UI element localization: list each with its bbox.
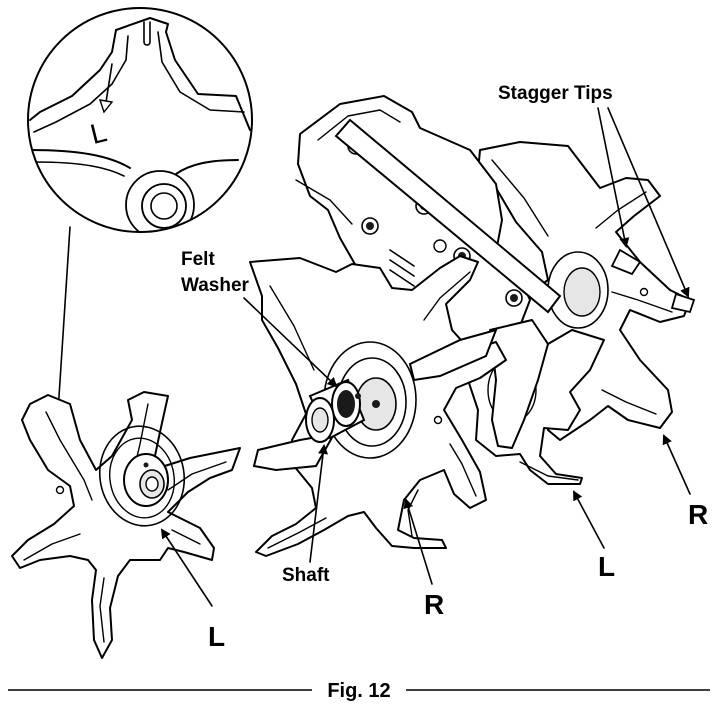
left-tine-rear-arrow xyxy=(573,490,605,549)
stagger-tips-arrow-1 xyxy=(597,107,630,248)
figure-caption: Fig. 12 xyxy=(327,680,390,702)
shaft-arrow xyxy=(309,444,329,563)
felt-washer-label-line2: Washer xyxy=(181,275,250,296)
inset-tine-mark: L xyxy=(87,116,110,150)
right-tine-front-label: R xyxy=(424,589,444,620)
shaft-label: Shaft xyxy=(282,565,330,586)
right-tine-rear-arrow xyxy=(662,434,691,495)
right-tine-rear-label: R xyxy=(688,499,708,530)
main-tine-assembly xyxy=(249,95,696,557)
left-tine-arrow xyxy=(160,528,213,607)
right-tine-front-arrow xyxy=(403,498,433,585)
felt-washer-arrow xyxy=(243,297,338,388)
left-tine-assembly xyxy=(11,391,241,659)
stagger-tips-arrow-2 xyxy=(607,107,690,298)
inset-leader-arrow xyxy=(53,226,71,414)
inset-magnifier: L xyxy=(27,7,253,233)
felt-washer-label-line1: Felt xyxy=(181,249,215,270)
stagger-tips-label: Stagger Tips xyxy=(498,83,613,104)
left-tine-label: L xyxy=(208,621,225,652)
shaft-assembly xyxy=(305,378,366,443)
left-tine-rear-label: L xyxy=(598,551,615,582)
